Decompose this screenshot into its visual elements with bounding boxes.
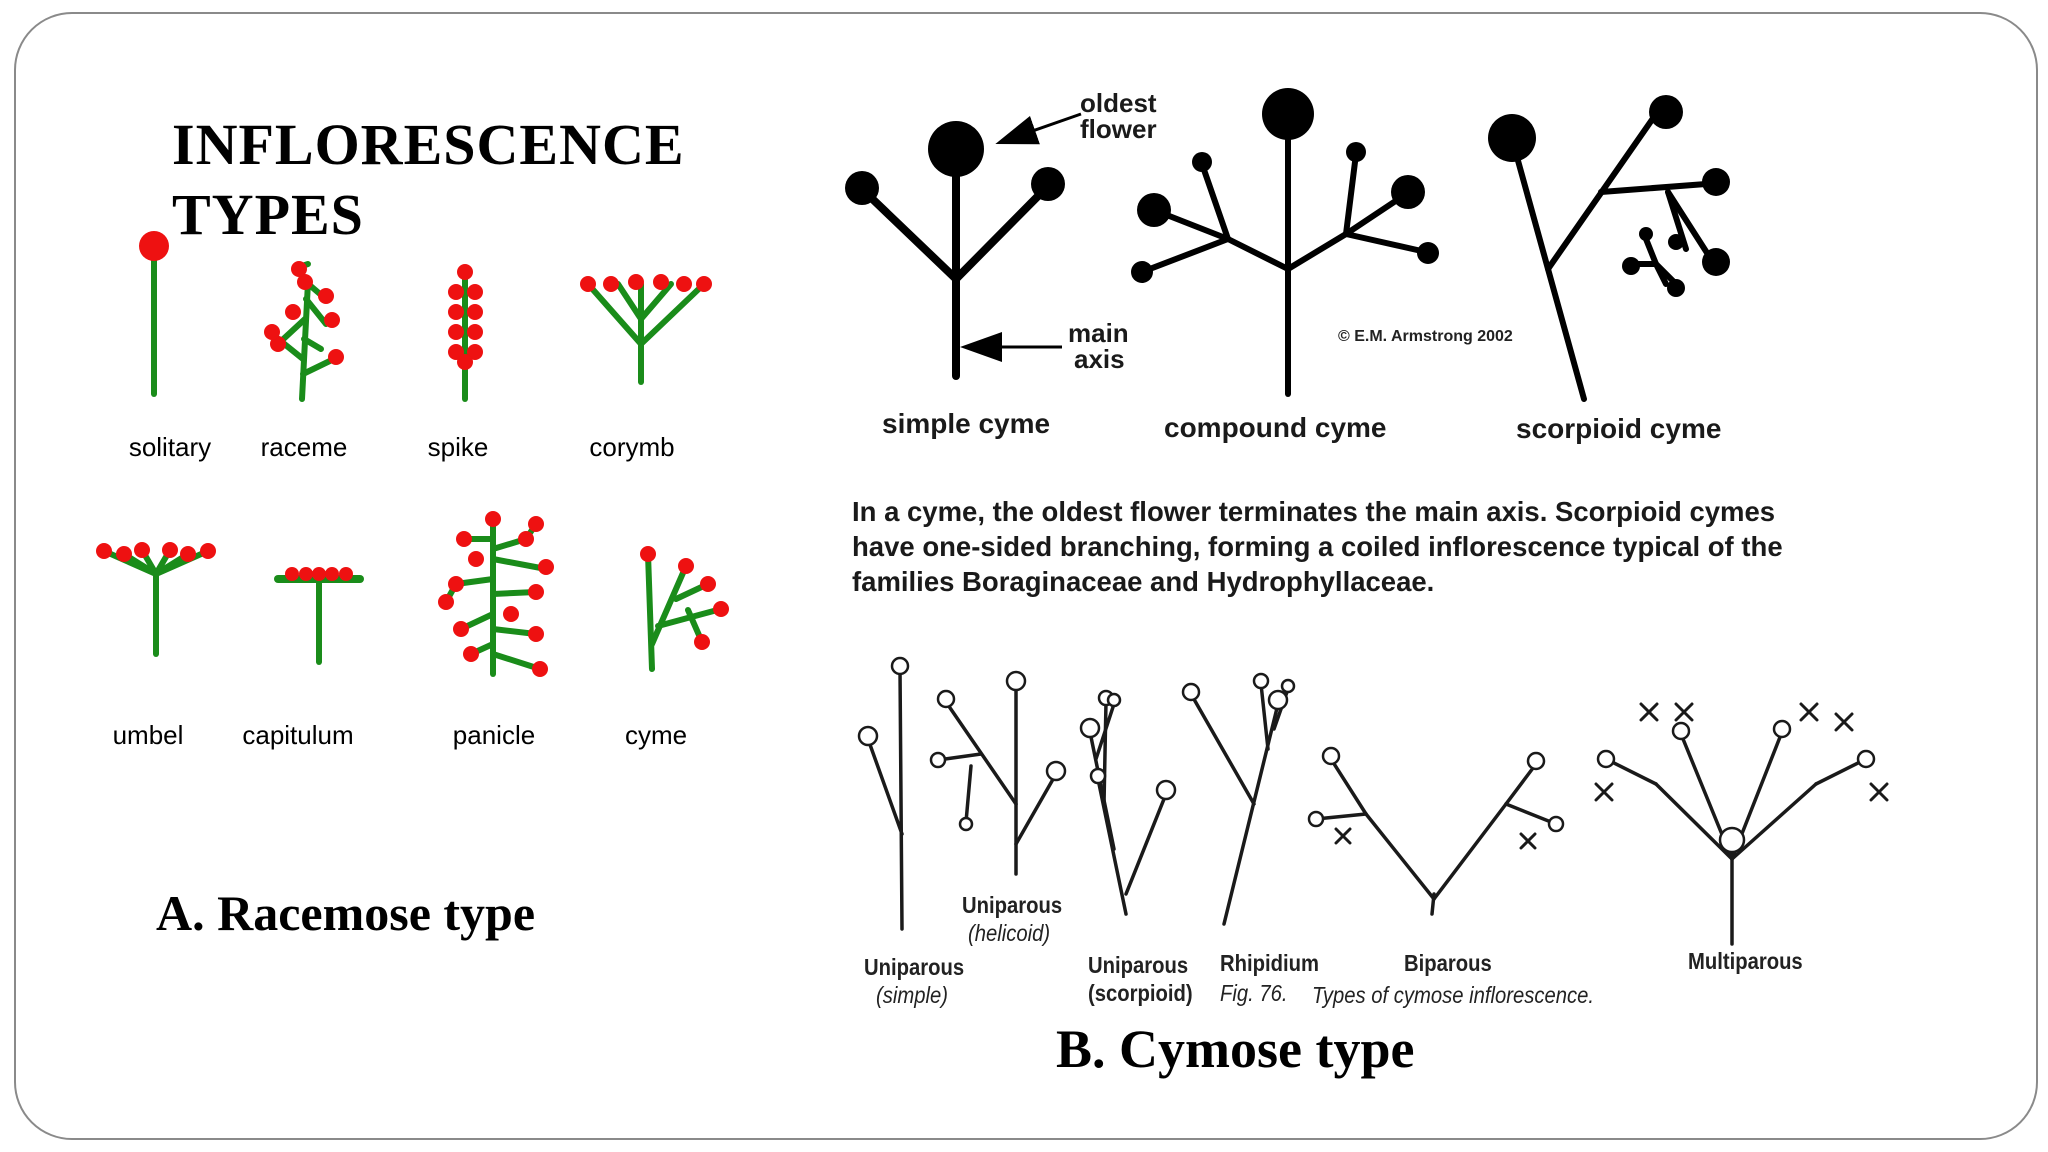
simple-cyme-stems xyxy=(858,145,1052,380)
label-spike: spike xyxy=(427,432,489,462)
sketch-fig-number: Fig. 76. xyxy=(1220,980,1288,1006)
label-compound-cyme: compound cyme xyxy=(1164,412,1387,443)
cymose-diagrams xyxy=(845,88,1730,402)
sketch-label-rhipidium: Rhipidium xyxy=(1220,950,1319,976)
label-capitulum: capitulum xyxy=(242,720,354,750)
oldest-flower-arrow xyxy=(995,112,1082,145)
label-panicle: panicle xyxy=(452,720,536,750)
compound-cyme-stems xyxy=(1139,111,1429,397)
copyright-notice: © E.M. Armstrong 2002 xyxy=(1338,328,1513,345)
annotation-oldest: oldest xyxy=(1080,88,1157,118)
sketch-label-multiparous: Multiparous xyxy=(1688,948,1803,974)
solitary-flower xyxy=(139,231,169,261)
sketch-label-uniparous-scorpioid-2: (scorpioid) xyxy=(1088,980,1193,1006)
sketch-flowers xyxy=(857,656,1876,854)
racemose-heading: A. Racemose type xyxy=(156,885,536,941)
sketch-label-uniparous-helicoid-1: Uniparous xyxy=(962,892,1063,918)
compound-cyme-flowers xyxy=(1131,88,1439,283)
label-scorpioid-cyme: scorpioid cyme xyxy=(1516,413,1722,444)
label-umbel: umbel xyxy=(112,720,184,750)
sketch-label-uniparous-simple-1: Uniparous xyxy=(864,954,965,980)
annotation-flower: flower xyxy=(1080,114,1157,144)
scorpioid-cyme-stems xyxy=(1509,111,1712,402)
sketch-star-florets xyxy=(1334,702,1889,850)
label-solitary: solitary xyxy=(128,432,212,462)
cymose-sketch-figure xyxy=(857,656,1889,946)
label-raceme: raceme xyxy=(260,432,348,462)
racemose-flowers xyxy=(96,231,729,677)
slide: INFLORESCENCE TYPES xyxy=(14,12,2038,1140)
cymose-heading: B. Cymose type xyxy=(1056,1019,1415,1079)
sketch-label-biparous: Biparous xyxy=(1404,950,1492,976)
label-simple-cyme: simple cyme xyxy=(882,408,1051,439)
label-corymb: corymb xyxy=(589,432,675,462)
slide-title: INFLORESCENCE TYPES xyxy=(172,112,685,238)
corymb-stems xyxy=(585,281,707,385)
label-cyme: cyme xyxy=(624,720,688,750)
racemose-diagrams xyxy=(96,231,729,677)
sketch-label-uniparous-helicoid-2: (helicoid) xyxy=(968,920,1051,946)
sketch-label-uniparous-simple-2: (simple) xyxy=(876,982,948,1008)
sketch-label-uniparous-scorpioid-1: Uniparous xyxy=(1088,952,1189,978)
scorpioid-cyme-flowers xyxy=(1488,95,1730,297)
simple-cyme-flowers xyxy=(845,121,1065,205)
annotation-main: main xyxy=(1068,318,1129,348)
sketch-fig-title: Types of cymose inflorescence. xyxy=(1312,982,1594,1008)
annotation-axis: axis xyxy=(1074,344,1125,374)
cyme-caption: In a cyme, the oldest flower terminates … xyxy=(852,496,1783,597)
